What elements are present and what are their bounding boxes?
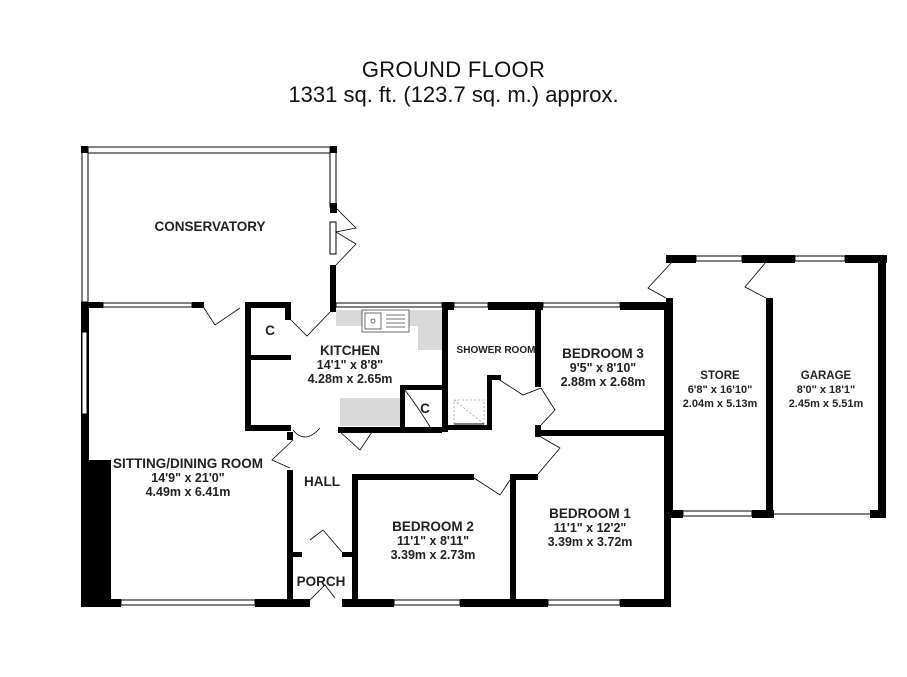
walls (81, 255, 887, 607)
room-porch: PORCH (297, 575, 346, 589)
conservatory-door-icon (334, 207, 357, 266)
floor-area: 1331 sq. ft. (123.7 sq. m.) approx. (288, 82, 619, 107)
room-dim-metric: 2.04m x 5.13m (682, 398, 758, 410)
room-dim-imperial: 9'5" x 8'10" (569, 361, 637, 375)
room-hall: HALL (304, 475, 340, 489)
room-dim-metric: 3.39m x 3.72m (547, 535, 633, 549)
room-name: BEDROOM 1 (549, 506, 631, 521)
room-name: HALL (304, 474, 340, 489)
room-dim-metric: 3.39m x 2.73m (390, 548, 476, 562)
room-name: PORCH (296, 574, 346, 589)
room-name: CONSERVATORY (154, 219, 266, 234)
room-dim-imperial: 11'1" x 12'2" (553, 521, 627, 535)
room-dim-imperial: 11'1" x 8'11" (396, 534, 470, 548)
cupboard-label: C (265, 323, 275, 338)
cupboard-2: C (420, 402, 430, 416)
kitchen-sink-icon (361, 309, 410, 333)
room-name: GARAGE (800, 370, 852, 382)
room-shower-room: SHOWER ROOM (457, 344, 536, 358)
shower-tray-icon (453, 399, 485, 425)
room-conservatory: CONSERVATORY (154, 220, 265, 234)
conservatory-posts (81, 146, 337, 307)
room-name: STORE (700, 370, 740, 382)
windows (81, 255, 870, 606)
room-name: BEDROOM 3 (562, 346, 644, 361)
cupboard-label: C (420, 401, 430, 416)
room-name: SITTING/DINING ROOM (113, 456, 263, 471)
room-name: KITCHEN (319, 343, 380, 358)
room-bedroom-1: BEDROOM 1 11'1" x 12'2" 3.39m x 3.72m (547, 506, 633, 550)
room-kitchen: KITCHEN 14'1" x 8'8" 4.28m x 2.65m (307, 343, 393, 387)
room-dim-imperial: 6'8" x 16'10" (687, 384, 753, 396)
room-dim-metric: 2.88m x 2.68m (560, 375, 646, 389)
room-bedroom-2: BEDROOM 2 11'1" x 8'11" 3.39m x 2.73m (390, 519, 476, 563)
door-swings (203, 261, 767, 601)
room-dim-metric: 4.49m x 6.41m (145, 485, 231, 499)
room-sitting-dining-room: SITTING/DINING ROOM 14'9" x 21'0" 4.49m … (113, 456, 263, 500)
room-dim-imperial: 8'0" x 18'1" (796, 384, 856, 396)
room-name: BEDROOM 2 (392, 519, 474, 534)
room-dim-imperial: 14'1" x 8'8" (316, 358, 384, 372)
room-dim-metric: 2.45m x 5.51m (788, 398, 864, 410)
room-bedroom-3: BEDROOM 3 9'5" x 8'10" 2.88m x 2.68m (560, 346, 646, 390)
floor-title: GROUND FLOOR (361, 57, 546, 82)
room-dim-metric: 4.28m x 2.65m (307, 372, 393, 386)
cupboard-1: C (265, 324, 275, 338)
room-name: SHOWER ROOM (456, 345, 536, 356)
room-garage: GARAGE 8'0" x 18'1" 2.45m x 5.51m (789, 369, 864, 411)
room-store: STORE 6'8" x 16'10" 2.04m x 5.13m (683, 369, 758, 411)
room-dim-imperial: 14'9" x 21'0" (151, 471, 225, 485)
